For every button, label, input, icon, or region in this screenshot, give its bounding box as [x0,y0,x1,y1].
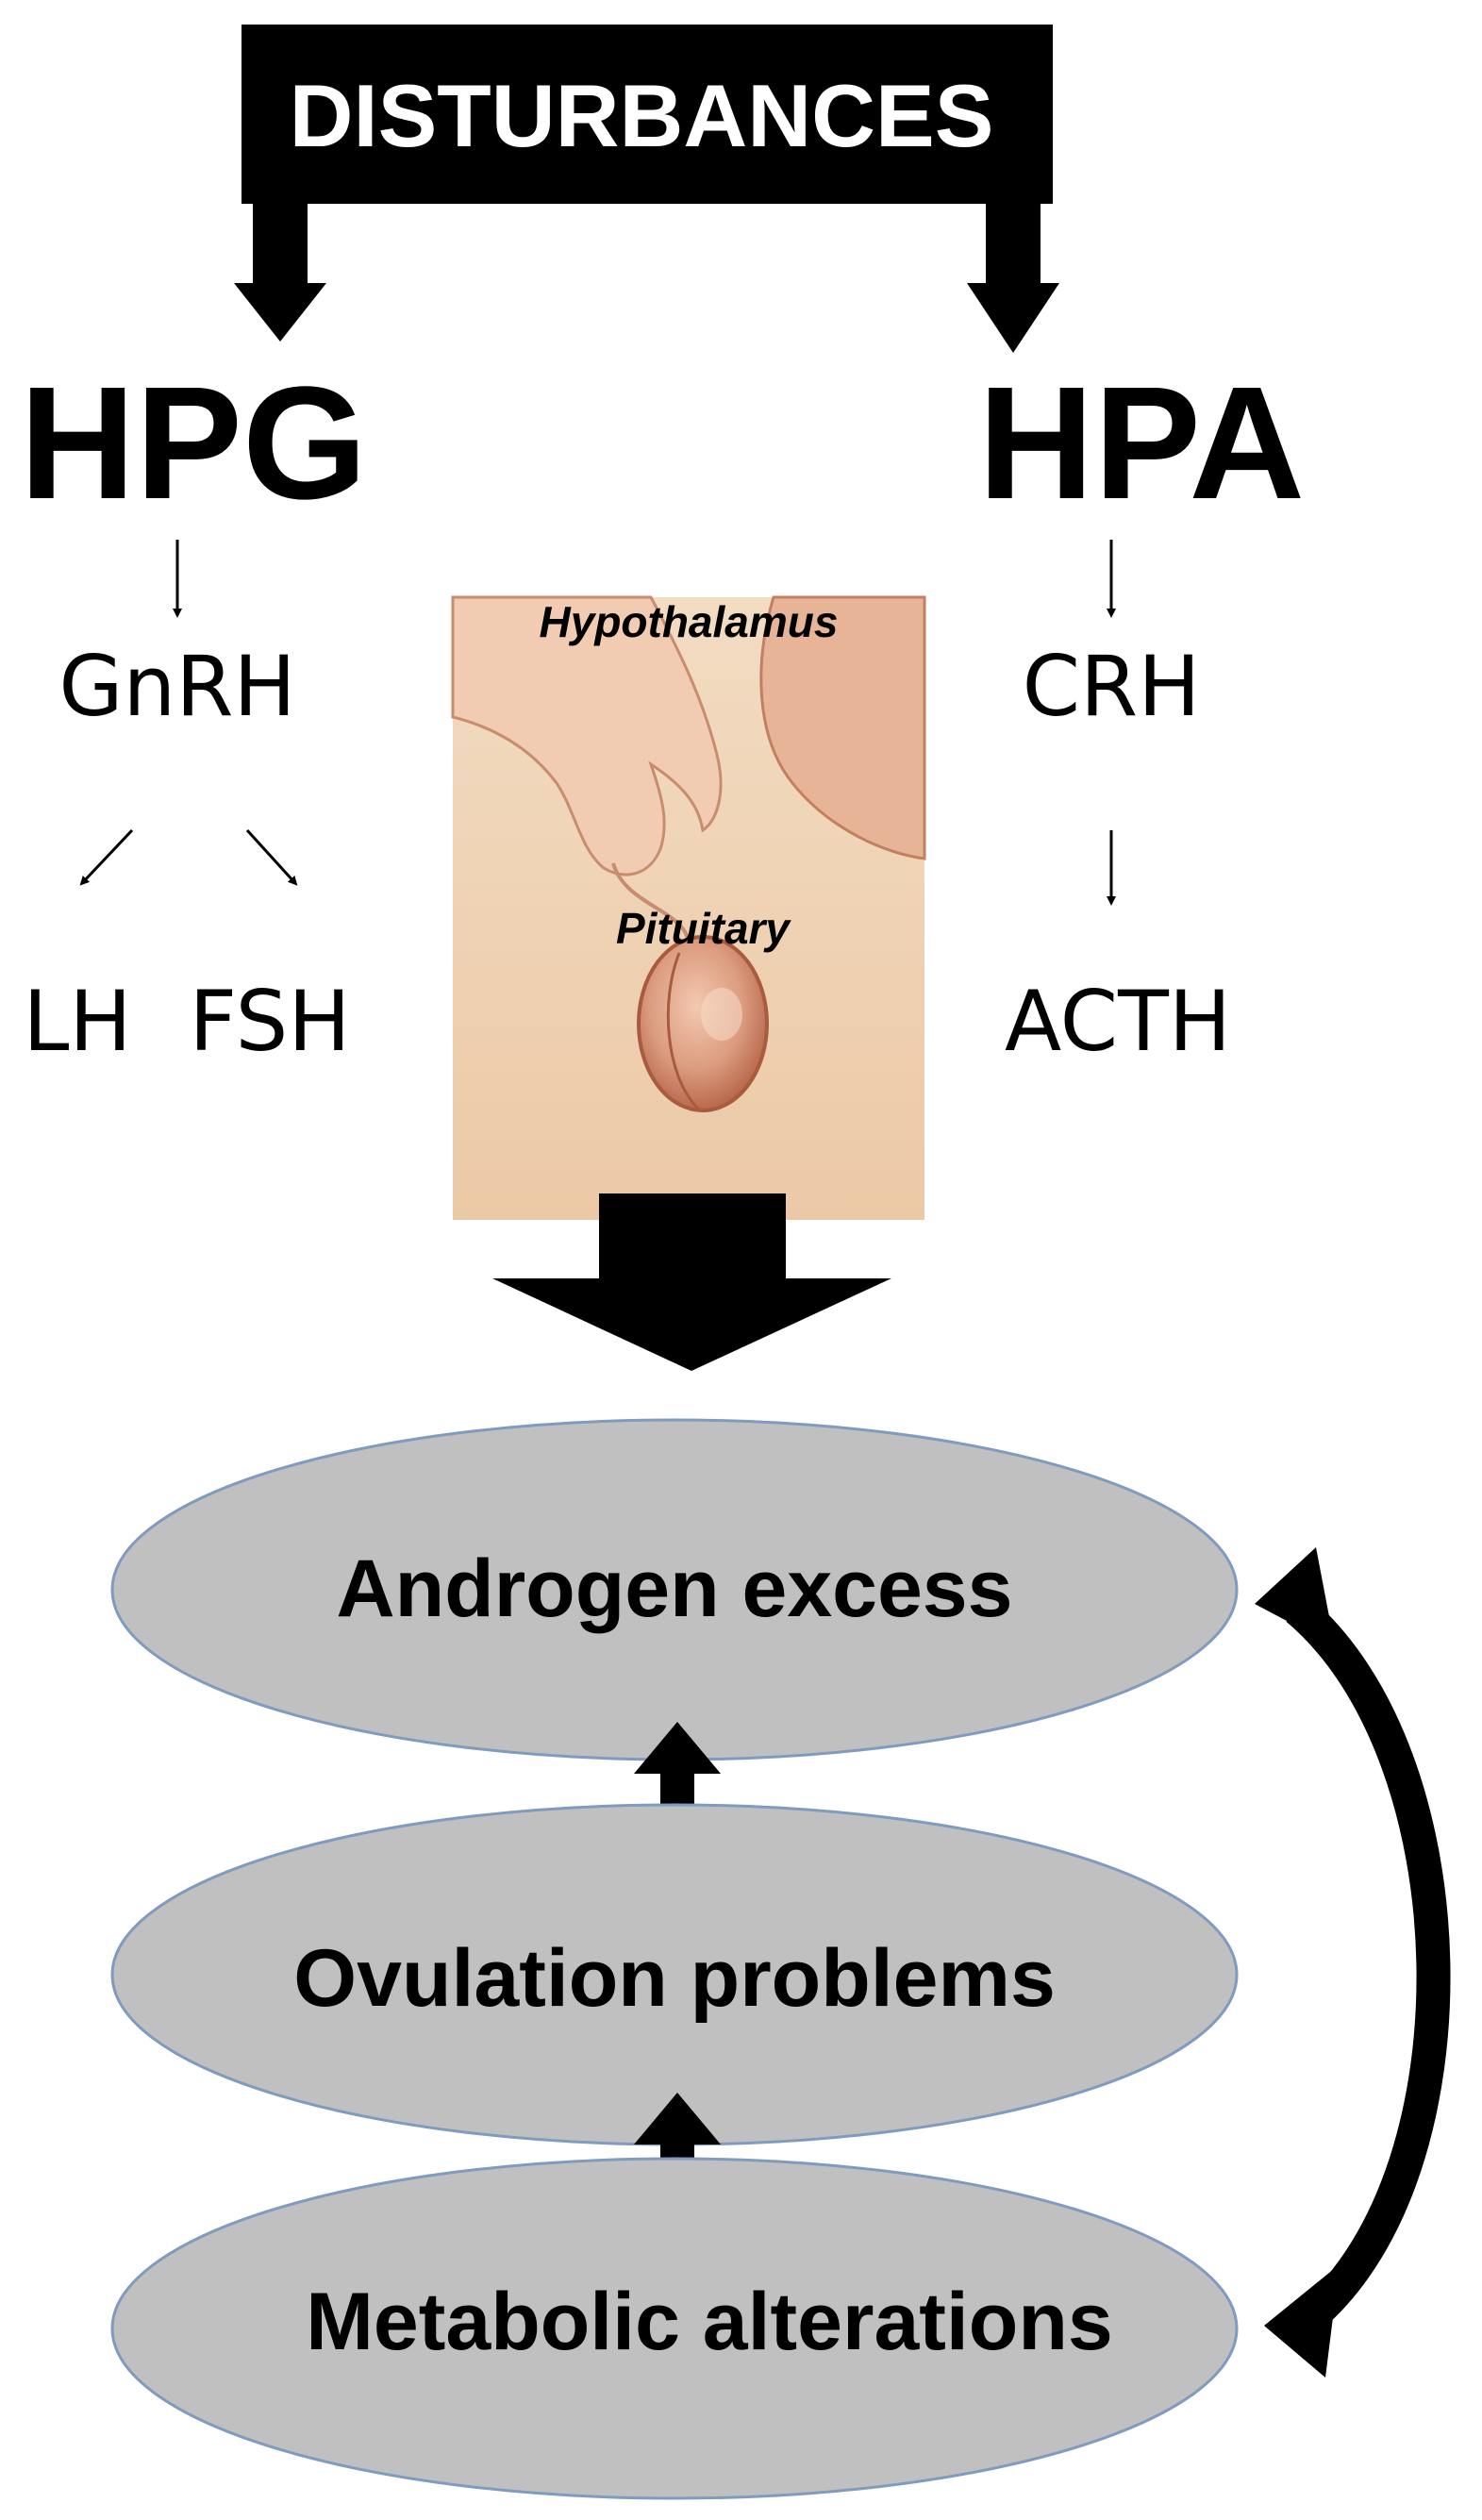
disturbances-label: DISTURBANCES [290,66,994,165]
fsh-label: FSH [189,973,350,1070]
metabolic-label: Metabolic alterations [306,2277,1112,2367]
hypothalamus-tissue [451,595,723,876]
left-branch-stem [253,189,308,292]
hpg-axis: HPG GnRH LH FSH [20,354,367,1070]
right-branch-stem [986,189,1041,292]
pituitary-gland [637,935,769,1112]
fsh-arrow [245,828,298,886]
gnrh-label: GnRH [58,638,295,735]
disturbances-block: DISTURBANCES [234,25,1059,353]
hypothalamus-label: Hypothalamus [540,597,839,646]
anatomy-illustration: Hypothalamus Pituitary [451,595,926,1220]
hpa-label: HPA [978,354,1305,533]
metabolic-ellipse [110,2157,1239,2500]
feedback-curved-arrow [1255,1547,1451,2378]
main-down-arrow [492,1193,891,1371]
hpg-label: HPG [20,354,367,533]
right-branch-arrowhead [967,283,1059,353]
outcome-androgen: Androgen excess [110,1418,1239,1761]
left-branch-arrowhead [234,283,326,342]
ovulation-label: Ovulation problems [293,1933,1056,2024]
pituitary-label: Pituitary [616,904,791,953]
lh-arrow [79,828,134,886]
androgen-label: Androgen excess [337,1544,1013,1634]
acth-label: ACTH [1005,973,1231,1070]
outcome-ovulation: Ovulation problems [110,1803,1239,2146]
hpa-axis: HPA CRH ACTH [978,354,1305,1070]
outcome-metabolic: Metabolic alterations [110,2157,1239,2500]
brain-tissue-right [759,595,926,860]
crh-label: CRH [1023,638,1201,735]
lh-label: LH [23,973,131,1070]
disturbances-box [241,25,1053,204]
